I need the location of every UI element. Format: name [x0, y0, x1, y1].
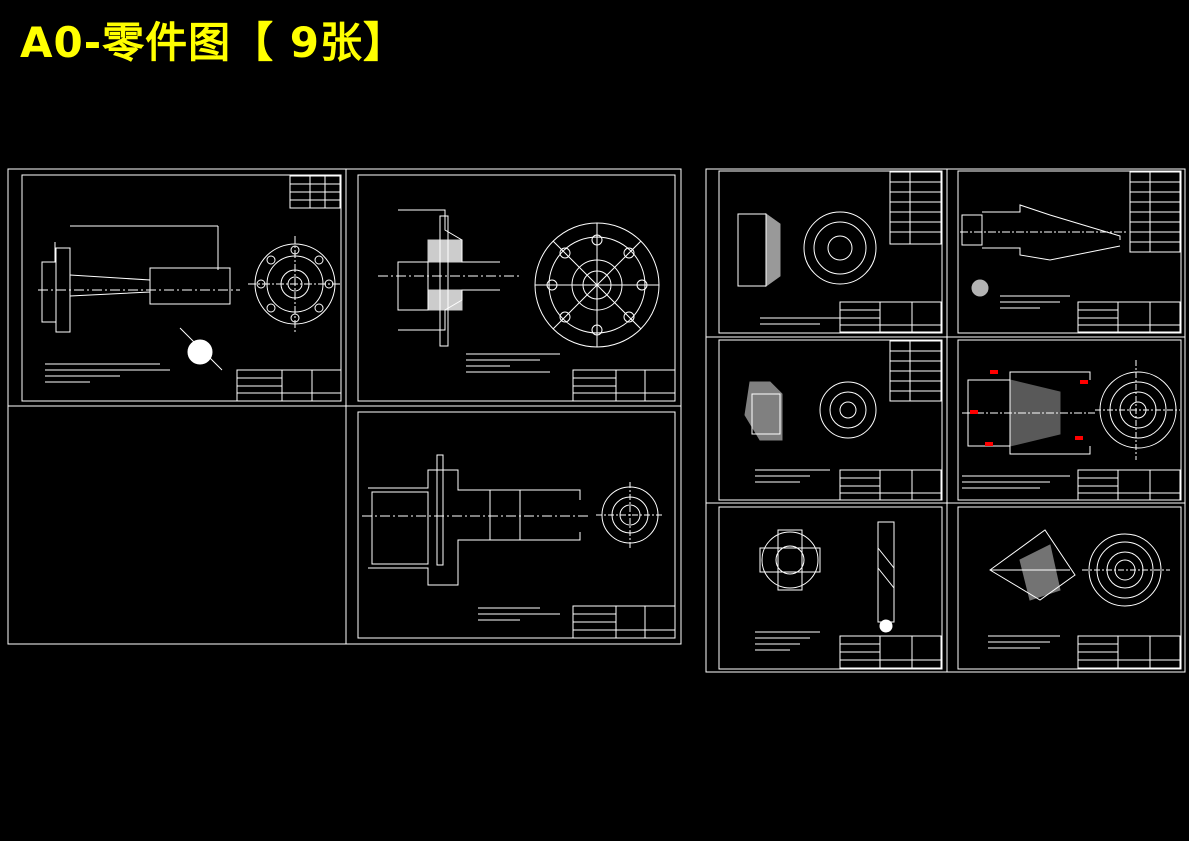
sheet-bushing-section[interactable]	[957, 339, 1182, 501]
sheet-bevel-ring[interactable]	[718, 170, 943, 334]
sheet-collar[interactable]	[718, 339, 943, 501]
sheet-shaft[interactable]	[21, 174, 342, 402]
sheet-flange-hub[interactable]	[357, 174, 676, 402]
sheet-taper-shaft[interactable]	[957, 170, 1182, 334]
page-title: A0-零件图【 9张】	[20, 18, 407, 67]
sheet-cross-block[interactable]	[718, 506, 943, 670]
right-sheet-frame	[705, 168, 1186, 673]
sheet-sleeve[interactable]	[357, 411, 676, 639]
sheet-cone-part[interactable]	[957, 506, 1182, 670]
